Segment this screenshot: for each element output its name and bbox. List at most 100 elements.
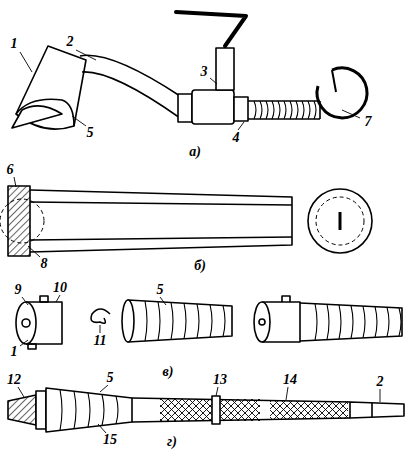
- rib-stroke: [339, 305, 341, 339]
- nozzle-rim: [16, 99, 74, 126]
- rib-stroke: [284, 101, 286, 119]
- cone-sleeve: [46, 388, 132, 432]
- callout-number: 1: [10, 345, 19, 359]
- rib-stroke: [363, 306, 365, 338]
- rib-stroke: [302, 101, 304, 119]
- callout-number: 2: [376, 375, 385, 389]
- rib-stroke: [158, 302, 160, 341]
- cap-face: [16, 302, 36, 344]
- drawing-stroke: [0, 12, 404, 433]
- rib-stroke: [314, 101, 316, 119]
- rib-stroke: [315, 304, 317, 341]
- callout-number: 9: [14, 283, 23, 297]
- end-view-slot: [339, 212, 342, 230]
- callout-number: 13: [212, 373, 228, 387]
- rib-stroke: [102, 395, 104, 426]
- drawing-stroke: [160, 297, 166, 305]
- braid-14: [270, 401, 348, 419]
- hose-clip: [317, 68, 367, 118]
- drawing-stroke: [98, 424, 106, 433]
- callout-number: 2: [66, 35, 75, 49]
- drawing-stroke: [216, 387, 218, 396]
- callout-number: 7: [364, 115, 373, 129]
- assembled-ribs: [315, 304, 401, 341]
- callout-number: 1: [10, 37, 19, 51]
- rib-stroke: [308, 101, 310, 119]
- union-nut: [178, 94, 192, 122]
- drawing-stroke: [342, 110, 360, 118]
- rib-stroke: [88, 393, 90, 427]
- drawing-stroke: [238, 122, 244, 130]
- rib-stroke: [375, 307, 377, 338]
- rib-stroke: [184, 303, 186, 339]
- drawing-stroke: [380, 389, 381, 402]
- cap-lug: [28, 344, 36, 349]
- hose-corrugation: [254, 101, 316, 119]
- rib-stroke: [260, 101, 262, 119]
- leader-lines: [14, 50, 380, 433]
- bent-tube: [80, 55, 180, 118]
- callout-number: 11: [92, 334, 107, 348]
- rib-stroke: [116, 396, 118, 424]
- collar: [36, 391, 46, 429]
- tube-step: [371, 403, 373, 417]
- rib-stroke: [254, 101, 256, 119]
- rib-stroke: [197, 304, 199, 338]
- tube-bore: [30, 202, 292, 240]
- drawing-stroke: [76, 50, 96, 60]
- assembled-hole: [259, 319, 265, 325]
- assembled-face: [254, 302, 270, 342]
- tube-outline: [30, 190, 292, 252]
- drawing-stroke: [28, 246, 40, 257]
- drawing-stroke: [14, 177, 16, 187]
- drawing-stroke: [18, 387, 24, 397]
- callout-number: 5: [106, 371, 115, 385]
- callout-number: 5: [156, 283, 165, 297]
- drawing-stroke: [22, 297, 28, 305]
- rib-stroke: [278, 101, 280, 119]
- drawing-stroke: [100, 385, 108, 392]
- drawing-stroke: [72, 116, 86, 126]
- valve-body: [192, 90, 234, 124]
- drawing-stroke: [20, 52, 32, 72]
- cone-ribs: [60, 390, 118, 431]
- ribbed-sleeve: [128, 300, 232, 342]
- valve-handle: [176, 12, 246, 46]
- rib-stroke: [327, 304, 329, 339]
- band: [212, 396, 220, 424]
- rib-stroke: [171, 302, 173, 339]
- rib-stroke: [387, 307, 389, 336]
- drawing-stroke: [100, 325, 101, 333]
- rib-stroke: [223, 305, 225, 336]
- drawing-stroke: [56, 295, 60, 302]
- spring-clip: [91, 309, 110, 323]
- rib-stroke: [145, 301, 147, 341]
- hose-body: [132, 398, 350, 422]
- cap-lug: [40, 296, 48, 302]
- assembled-lug: [282, 296, 290, 302]
- hidden-outline: [0, 199, 44, 243]
- rib-stroke: [266, 101, 268, 119]
- drawing-stroke: [20, 340, 28, 346]
- clip-tail: [332, 70, 336, 92]
- braid-13: [160, 399, 260, 421]
- callout-number: в): [162, 365, 175, 379]
- end-tube: [350, 402, 404, 418]
- valve-bonnet: [216, 48, 234, 90]
- end-view-inner: [316, 197, 364, 245]
- rib-stroke: [290, 101, 292, 119]
- drawing-stroke: [210, 78, 217, 84]
- callout-number: 6: [6, 163, 15, 177]
- sleeve-end: [122, 300, 134, 342]
- drawing-stroke: [286, 387, 288, 400]
- callout-number: 3: [200, 65, 209, 79]
- callout-number: 14: [282, 373, 298, 387]
- callout-number: 12: [6, 373, 22, 387]
- end-view-outer: [308, 189, 372, 253]
- callout-number: 8: [40, 257, 49, 271]
- rib-stroke: [272, 101, 274, 119]
- hose-nut: [234, 97, 248, 121]
- rib-stroke: [210, 305, 212, 338]
- rib-stroke: [74, 391, 76, 428]
